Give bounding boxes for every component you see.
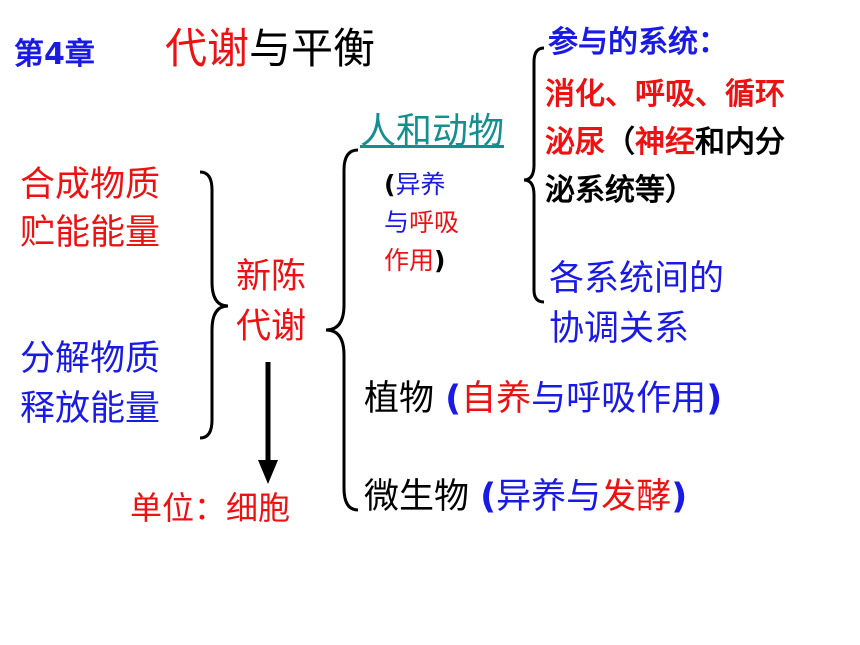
title-balance: 与平衡 — [249, 24, 376, 73]
systems-title: 参与的系统： — [548, 25, 728, 60]
metabolism-line1: 新陈 — [236, 257, 307, 297]
systems-urinary: 泌尿 — [545, 125, 605, 160]
decomposition-line1: 分解物质 — [20, 339, 161, 379]
plants-autotroph: 自养 — [461, 379, 532, 419]
microbes-close: ) — [671, 477, 688, 517]
humans-note-action: 作用 — [384, 246, 435, 275]
page-title: 代谢与平衡 — [165, 28, 375, 70]
coordination-line2: 协调关系 — [549, 309, 690, 349]
plants-row: 植物 (自养与呼吸作用) — [364, 382, 722, 417]
humans-note-heterotroph: 异养 — [395, 170, 446, 199]
systems-nerve: 神经 — [635, 125, 695, 160]
coordination-line1: 各系统间的 — [549, 259, 725, 299]
plants-close: ) — [706, 379, 723, 419]
humans-note-close: ) — [434, 246, 446, 275]
metabolism-line2: 代谢 — [236, 307, 307, 347]
decomposition-line2: 释放能量 — [20, 389, 161, 429]
humans-note-respiration: 呼吸 — [409, 208, 460, 237]
microbes-open: ( — [480, 477, 497, 517]
chapter-label: 第4章 — [14, 37, 95, 72]
plants-name: 植物 — [364, 379, 435, 419]
humans-note-line1: (异养 — [384, 172, 445, 197]
microbes-row: 微生物 (异养与发酵) — [364, 480, 687, 515]
humans-animals-title: 人和动物 — [360, 111, 505, 152]
humans-note-line2: 与呼吸 — [384, 210, 459, 235]
title-metabolism: 代谢 — [165, 24, 250, 73]
humans-note-line3: 作用) — [384, 248, 445, 273]
systems-line2: 泌尿（神经和内分 — [545, 128, 785, 158]
microbes-heterotroph: 异养与 — [496, 477, 602, 517]
plants-open: ( — [445, 379, 462, 419]
systems-line1: 消化、呼吸、循环 — [545, 77, 785, 112]
microbes-name: 微生物 — [364, 477, 470, 517]
synthesis-line2: 贮能能量 — [20, 213, 161, 253]
microbes-fermentation: 发酵 — [601, 477, 672, 517]
left-brace — [199, 170, 229, 440]
systems-paren: （ — [605, 125, 635, 160]
systems-line3: 泌系统等） — [545, 173, 695, 208]
organism-brace — [325, 148, 359, 512]
unit-label: 单位：细胞 — [130, 489, 291, 527]
systems-brace — [523, 46, 545, 304]
arrow-head — [258, 460, 278, 484]
plants-respiration: 与呼吸作用 — [531, 379, 707, 419]
humans-note-and: 与 — [384, 208, 410, 237]
humans-note-open: ( — [384, 170, 396, 199]
systems-endocrine: 和内分 — [695, 125, 785, 160]
synthesis-line1: 合成物质 — [20, 165, 161, 205]
